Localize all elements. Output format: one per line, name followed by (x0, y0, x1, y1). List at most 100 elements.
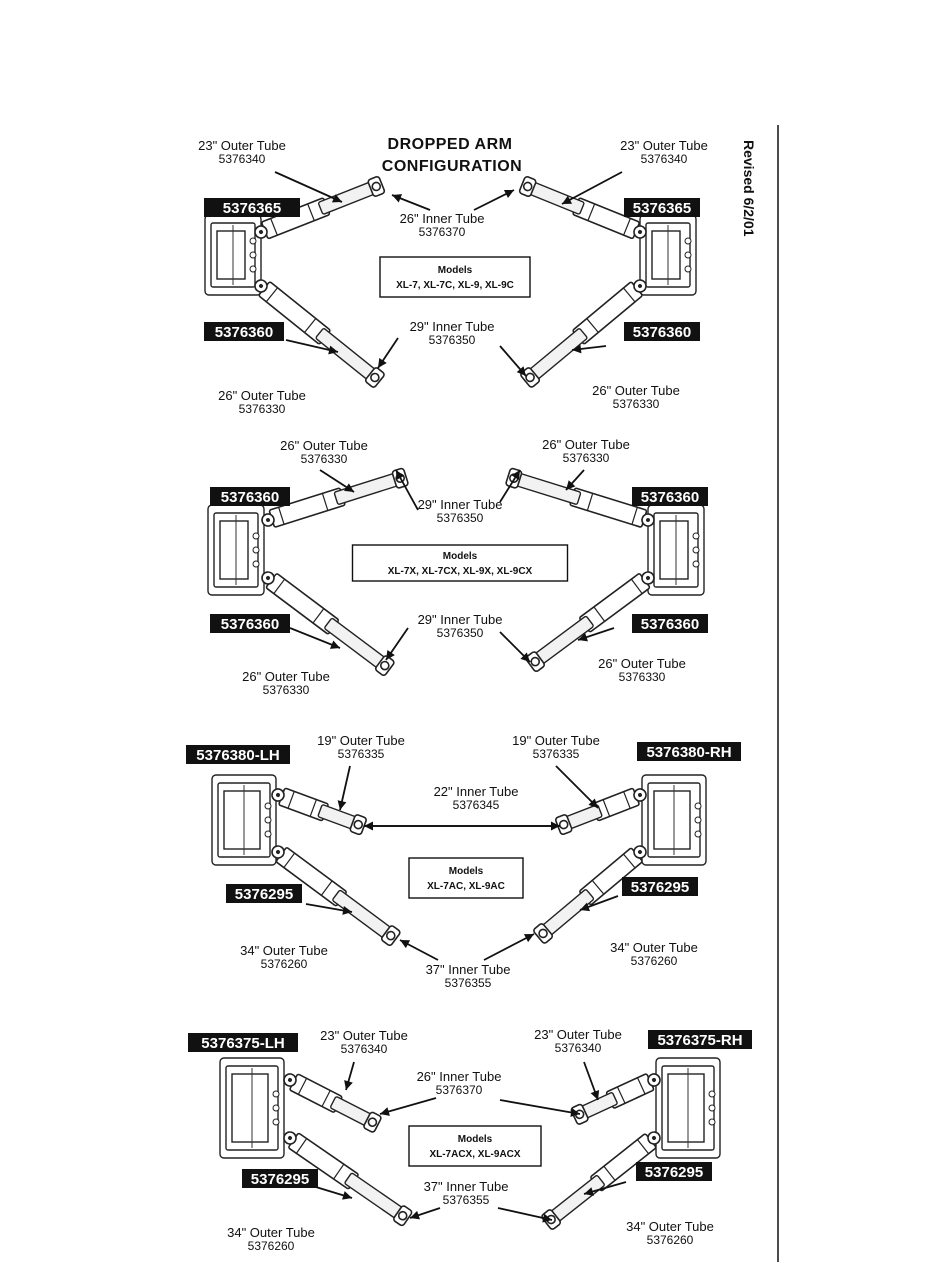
panel-1-upper-outer-right-number: 5376340 (641, 152, 688, 166)
panel-1-models-list: XL-7, XL-7C, XL-9, XL-9C (396, 280, 514, 291)
panel-1-lower-outer-right-number: 5376330 (613, 397, 660, 411)
panel-2-arrow-lower-outer-right (577, 627, 615, 642)
panel-3-arrow-lower-inner-right (483, 933, 535, 961)
panel-2-left-plate (207, 504, 265, 596)
panel-2-right-lower-arm (525, 571, 655, 673)
panel-3-lower-outer-right-number: 5376260 (631, 954, 678, 968)
panel-4-left-plate (219, 1057, 285, 1159)
panel-1-right-plate (639, 214, 697, 296)
panel-2-upper-outer-left-number: 5376330 (301, 452, 348, 466)
panel-2-part-upper-left-text: 5376360 (221, 489, 279, 506)
panel-2-part-lower-right-text: 5376360 (641, 616, 699, 633)
panel-1-part-lower-left-text: 5376360 (215, 324, 273, 341)
panel-4-arrow-upper-outer-right (583, 1061, 600, 1101)
panel-2-upper-outer-right-label: 26" Outer Tube (542, 437, 630, 452)
panel-4-left-upper-arm (283, 1073, 382, 1133)
panel-4-upper-inner-label: 26" Inner Tube (417, 1069, 502, 1084)
panel-4-part-lower-right-text: 5376295 (645, 1164, 703, 1181)
panel-2-lower-outer-left-number: 5376330 (263, 683, 310, 697)
panel-4-arrow-upper-inner-right (499, 1099, 581, 1117)
panel-1-part-lower-right-text: 5376360 (633, 324, 691, 341)
panel-4-lower-outer-right-label: 34" Outer Tube (626, 1219, 714, 1234)
panel-3-arrow-lower-inner-left (399, 939, 439, 961)
panel-3-lower-inner-number: 5376355 (445, 976, 492, 990)
panel-4-left-lower-arm (283, 1131, 413, 1227)
panel-1-left-upper-arm (254, 175, 386, 240)
panel-2-part-upper-right: 5376360 (632, 487, 708, 506)
panel-4-lower-inner-number: 5376355 (443, 1193, 490, 1207)
panel-2-arrow-upper-inner-left (395, 469, 419, 511)
panel-2-right-plate (647, 504, 705, 596)
panel-2-lower-inner-number: 5376350 (437, 626, 484, 640)
panel-4-arrow-lower-inner-right (497, 1207, 553, 1223)
panel-2-arrow-upper-outer-right (565, 469, 585, 491)
panel-2-part-upper-left: 5376360 (210, 487, 290, 506)
panel-3-right-upper-arm (554, 787, 647, 836)
panel-2-models-title: Models (443, 551, 478, 562)
panel-1-arrow-lower-outer-left (285, 339, 339, 355)
panel-2-upper-outer-right-number: 5376330 (563, 451, 610, 465)
panel-1-right-upper-arm (518, 176, 647, 240)
panel-3-right-plate (641, 774, 707, 866)
panel-2-lower-outer-left-label: 26" Outer Tube (242, 669, 330, 684)
panel-4-arrow-upper-inner-left (379, 1097, 437, 1116)
panel-1-upper-outer-right-label: 23" Outer Tube (620, 138, 708, 153)
panel-4-upper-outer-right-label: 23" Outer Tube (534, 1027, 622, 1042)
panel-3-part-upper-right: 5376380-RH (637, 742, 741, 761)
panel-2-part-upper-right-text: 5376360 (641, 489, 699, 506)
panel-4-arrow-upper-outer-left (344, 1061, 355, 1091)
panel-1-upper-inner-label: 26" Inner Tube (400, 211, 485, 226)
panel-2-part-lower-left: 5376360 (210, 614, 290, 633)
panel-1-lower-inner-label: 29" Inner Tube (410, 319, 495, 334)
panel-1-part-upper-right-text: 5376365 (633, 200, 691, 217)
panel-2-right-upper-arm (505, 467, 655, 528)
panel-3-models-title: Models (449, 866, 484, 877)
panel-4-part-upper-right: 5376375-RH (648, 1030, 752, 1049)
panel-2-upper-inner-number: 5376350 (437, 511, 484, 525)
panel-2-models-list: XL-7X, XL-7CX, XL-9X, XL-9CX (388, 566, 533, 577)
panel-2-left-lower-arm (261, 571, 395, 676)
panel-3-arrow-upper-outer-left (337, 765, 351, 811)
panel-4-upper-outer-left-number: 5376340 (341, 1042, 388, 1056)
panel-1-upper-outer-left-label: 23" Outer Tube (198, 138, 286, 153)
panel-3-arrow-upper-inner-right (364, 821, 560, 831)
panel-3-part-upper-right-text: 5376380-RH (646, 744, 731, 761)
panel-2-lower-outer-right-label: 26" Outer Tube (598, 656, 686, 671)
panel-4-lower-outer-left-label: 34" Outer Tube (227, 1225, 315, 1240)
panel-1-lower-outer-right-label: 26" Outer Tube (592, 383, 680, 398)
page-title-line-1: DROPPED ARM (388, 136, 513, 153)
panel-1-arrow-lower-inner-left (377, 337, 399, 369)
panel-3-lower-outer-left-number: 5376260 (261, 957, 308, 971)
panel-3-part-lower-right-text: 5376295 (631, 879, 689, 896)
panel-1-right-lower-arm (520, 279, 647, 388)
panel-1-arrow-upper-outer-right (561, 171, 623, 205)
panel-2-upper-outer-left-label: 26" Outer Tube (280, 438, 368, 453)
panel-3-upper-outer-left-label: 19" Outer Tube (317, 733, 405, 748)
panel-3-upper-outer-left-number: 5376335 (338, 747, 385, 761)
panel-2-arrow-lower-inner-right (499, 631, 531, 663)
panel-2-arrow-lower-outer-left (289, 627, 341, 649)
page-title-line-2: CONFIGURATION (382, 158, 522, 175)
panel-1-part-upper-right: 5376365 (624, 198, 700, 217)
panel-4-right-lower-arm (541, 1131, 661, 1230)
panel-3-left-upper-arm (271, 787, 367, 836)
